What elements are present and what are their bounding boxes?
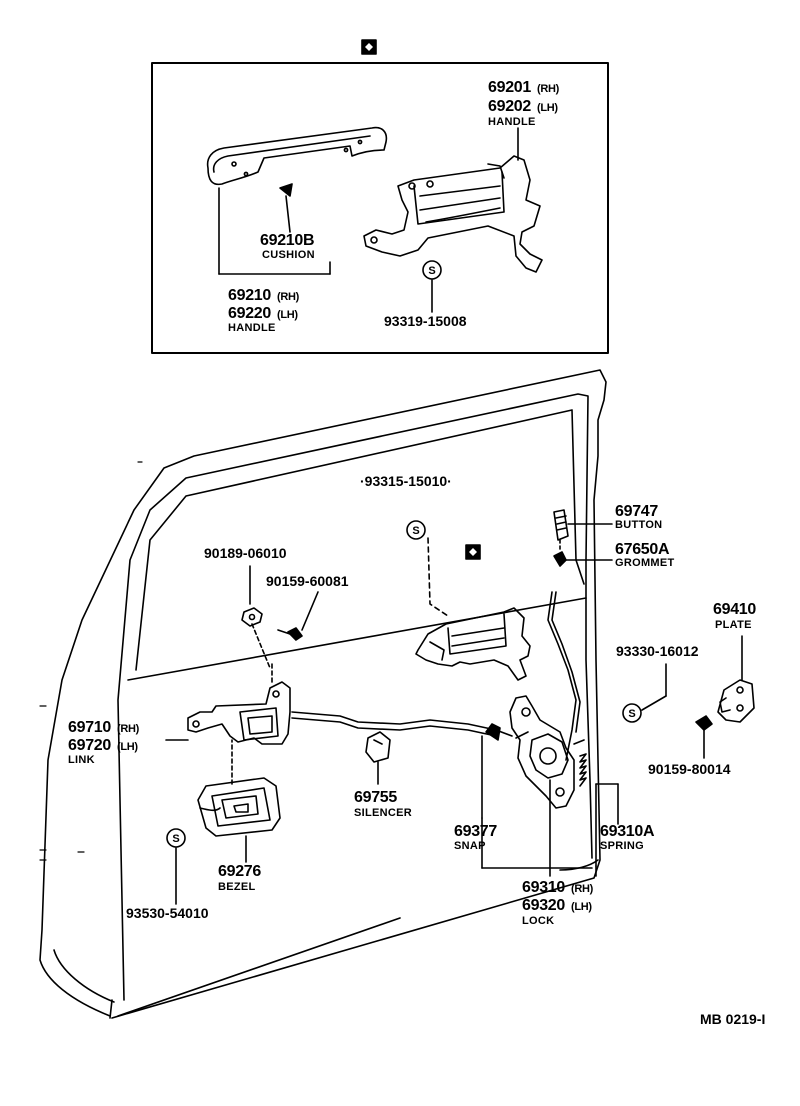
button-drawing: [553, 509, 613, 567]
name-lock: LOCK: [522, 915, 555, 927]
part-number-69320: 69320: [522, 897, 565, 914]
side-69210: (RH): [277, 291, 300, 303]
screw-93530-s-mark: S: [172, 833, 179, 845]
silencer-drawing: [365, 731, 391, 763]
label-69220: 69220 (LH): [228, 306, 298, 322]
name-snap: SNAP: [454, 840, 486, 852]
outside-handle-drawing: [415, 607, 531, 681]
screw-93319-symbol: [422, 260, 442, 280]
inset-frame: [151, 62, 609, 354]
screw-93330-s-mark: S: [628, 708, 635, 720]
side-69220: (LH): [277, 309, 298, 321]
screw-93330-symbol: [622, 703, 642, 723]
diamond-marker-door: [465, 544, 481, 560]
label-93330: 93330-16012: [616, 643, 699, 659]
part-number-69202: 69202: [488, 98, 531, 115]
label-69310: 69310 (RH): [522, 880, 593, 896]
screw-93319-s-mark: S: [428, 265, 435, 277]
bezel-drawing: [197, 777, 281, 837]
screw-90159-80014-drawing: [695, 715, 713, 759]
figure-code: MB 0219-I: [700, 1011, 766, 1027]
name-cushion: CUSHION: [262, 249, 315, 261]
part-number-69720: 69720: [68, 737, 111, 754]
part-number-69210: 69210: [228, 287, 271, 304]
inside-link-drawing: [187, 681, 291, 745]
name-handle-top: HANDLE: [488, 116, 536, 128]
label-69320: 69320 (LH): [522, 898, 592, 914]
part-number-69710: 69710: [68, 719, 111, 736]
label-69210B: 69210B: [260, 232, 315, 249]
cushion-drawing: [279, 183, 293, 233]
label-93315: ·93315-15010·: [360, 473, 452, 489]
label-69276: 69276: [218, 863, 261, 880]
lock-rod-2: [551, 591, 581, 733]
label-69710: 69710 (RH): [68, 720, 139, 736]
part-number-69220: 69220: [228, 305, 271, 322]
leader-93315: [427, 537, 449, 617]
door-panel-dashes: [39, 461, 143, 861]
name-handle-inner: HANDLE: [228, 322, 276, 334]
name-spring: SPRING: [600, 840, 644, 852]
side-69720: (LH): [117, 741, 138, 753]
part-number-69201: 69201: [488, 79, 531, 96]
name-silencer: SILENCER: [354, 807, 413, 819]
label-69210: 69210 (RH): [228, 288, 299, 304]
side-69710: (RH): [117, 723, 140, 735]
label-69755: 69755: [354, 789, 397, 806]
door-lock-drawing: [509, 695, 585, 809]
label-69377: 69377: [454, 823, 497, 840]
door-handle-assembly-top: [363, 155, 543, 273]
diamond-marker-top: [361, 39, 377, 55]
label-69720: 69720 (LH): [68, 738, 138, 754]
label-69410: 69410: [713, 601, 756, 618]
part-number-69310: 69310: [522, 879, 565, 896]
side-69310: (RH): [571, 883, 594, 895]
label-69201: 69201 (RH): [488, 80, 559, 96]
label-69202: 69202 (LH): [488, 99, 558, 115]
name-bezel: BEZEL: [218, 881, 256, 893]
screw-93530-symbol: [166, 828, 186, 848]
label-90159-60081: 90159-60081: [266, 573, 349, 589]
snap-clip: [485, 723, 501, 741]
screw-93315-symbol: [406, 520, 426, 540]
label-90189: 90189-06010: [204, 545, 287, 561]
lock-rod: [547, 591, 577, 761]
striker-plate-drawing: [717, 679, 755, 723]
name-link: LINK: [68, 754, 95, 766]
name-button: BUTTON: [615, 519, 663, 531]
label-90159-80014: 90159-80014: [648, 761, 731, 777]
side-69201: (RH): [537, 83, 560, 95]
side-69202: (LH): [537, 102, 558, 114]
name-grommet: GROMMET: [615, 557, 675, 569]
side-69320: (LH): [571, 901, 592, 913]
screw-drawing: [277, 627, 303, 641]
nut-drawing: [241, 607, 263, 627]
spring-drawing: [579, 753, 587, 787]
name-plate: PLATE: [715, 619, 752, 631]
label-67650A: 67650A: [615, 541, 670, 558]
screw-93315-s-mark: S: [412, 525, 419, 537]
pull-handle-drawing: [206, 126, 388, 186]
label-93530: 93530-54010: [126, 905, 209, 921]
door-panel-outline: [39, 369, 607, 1019]
label-69747: 69747: [615, 503, 658, 520]
label-93319: 93319-15008: [384, 313, 467, 329]
label-69310A: 69310A: [600, 823, 655, 840]
